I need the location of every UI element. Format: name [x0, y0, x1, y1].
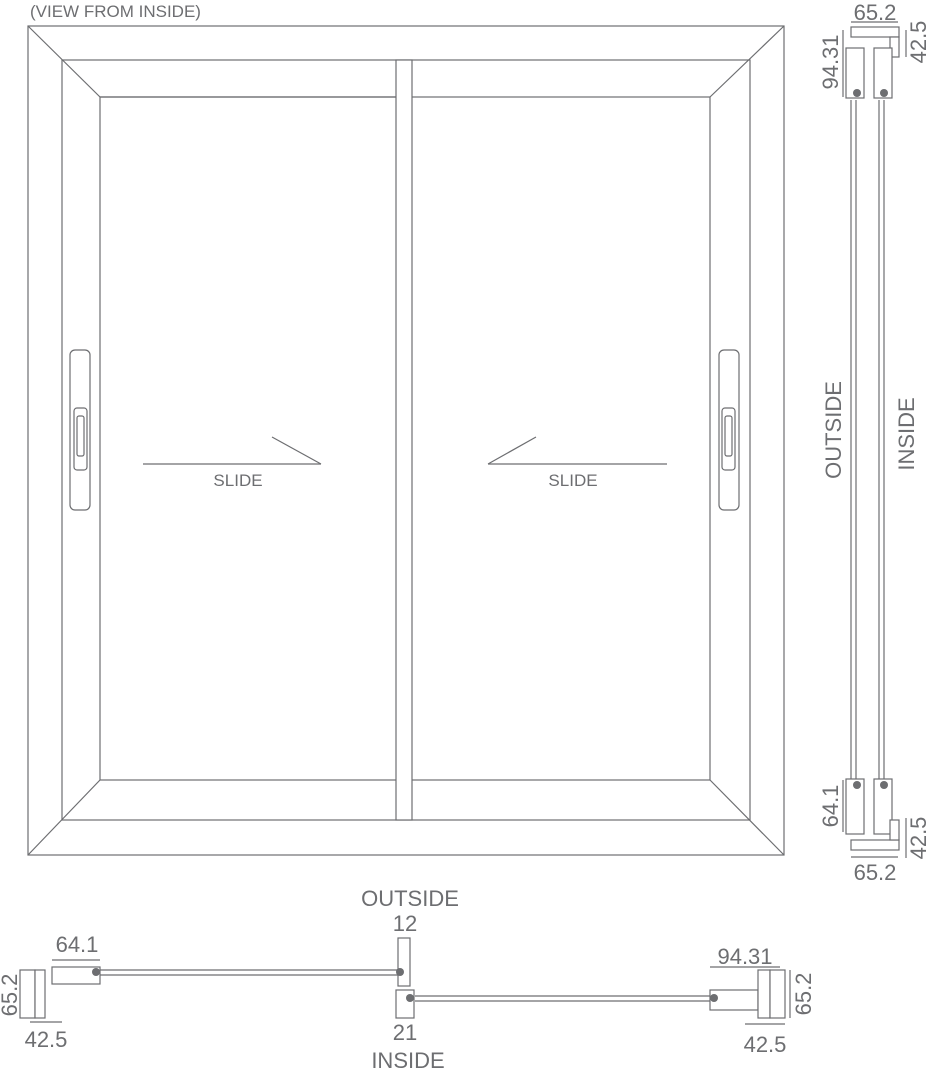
drawing-line	[709, 779, 785, 856]
slide-arrow-left: SLIDE	[143, 436, 322, 490]
profile-shape	[19, 969, 36, 1019]
profile-shape	[724, 415, 733, 457]
vertical-section: 65.2 42.5 94.31 65.2 42.5 64.1 OUTSIDE I…	[818, 0, 931, 885]
outside-label-horizontal: OUTSIDE	[361, 886, 459, 911]
dim-left-sash: 64.1	[56, 932, 99, 957]
drawing-line	[27, 25, 101, 98]
profile-shape	[718, 349, 740, 511]
dim-right-frame-height: 65.2	[791, 973, 816, 1016]
glazing-bead-mark	[853, 781, 861, 789]
profile-shape	[845, 778, 865, 835]
dim-top-width: 65.2	[854, 0, 897, 25]
glazing-bead-mark	[880, 781, 888, 789]
profile-shape	[757, 969, 771, 1019]
dim-top-height: 94.31	[818, 34, 843, 89]
glazing-bead-mark	[92, 968, 100, 976]
slide-arrow-right: SLIDE	[487, 436, 667, 490]
interlock-mullion	[395, 59, 413, 821]
profile-shape	[76, 415, 85, 457]
drawing-line	[271, 436, 322, 465]
slide-label-left: SLIDE	[213, 471, 262, 490]
drawing-line	[27, 779, 101, 856]
profile-shape	[850, 839, 900, 851]
profile-shape	[845, 47, 865, 99]
dim-interlock-inner: 21	[393, 1020, 417, 1045]
outer-frame	[27, 25, 785, 856]
dim-bottom-width: 65.2	[854, 860, 897, 885]
profile-shape	[889, 36, 900, 58]
view-label: (VIEW FROM INSIDE)	[30, 2, 201, 21]
dim-bottom-depth: 42.5	[906, 817, 931, 860]
profile-shape	[769, 969, 786, 1019]
dim-top-depth: 42.5	[906, 21, 931, 64]
glazing-bead-mark	[406, 994, 414, 1002]
profile-shape	[69, 349, 91, 511]
right-handle	[718, 349, 740, 511]
profile-shape	[721, 407, 736, 471]
profile-shape	[397, 937, 411, 987]
profile-shape	[850, 26, 900, 38]
profile-shape	[873, 778, 893, 835]
inside-label-horizontal: INSIDE	[371, 1048, 444, 1070]
outside-label-vertical: OUTSIDE	[821, 381, 846, 479]
horizontal-section: OUTSIDE 12 21 INSIDE 64.1 65.2 42.5 94.3…	[0, 886, 816, 1070]
slide-label-right: SLIDE	[548, 471, 597, 490]
profile-shape	[51, 966, 101, 985]
glazing-bead-mark	[880, 89, 888, 97]
inside-label-vertical: INSIDE	[894, 397, 919, 470]
dim-left-frame-depth: 42.5	[25, 1027, 68, 1052]
drawing-line	[487, 436, 537, 465]
profile-shape	[873, 47, 893, 99]
left-handle	[69, 349, 91, 511]
glazing-bead-mark	[710, 994, 718, 1002]
drawing-line	[709, 25, 785, 98]
dim-right-frame-depth: 42.5	[744, 1032, 787, 1057]
dim-left-frame-height: 65.2	[0, 974, 22, 1017]
profile-shape	[889, 819, 900, 841]
dim-interlock-outer: 12	[393, 911, 417, 936]
glazing-bead-mark	[396, 968, 404, 976]
glazing-bead-mark	[853, 89, 861, 97]
profile-shape	[73, 407, 88, 471]
profile-shape	[34, 969, 46, 1019]
dim-right-sash: 94.31	[717, 944, 772, 969]
door-elevation: SLIDE SLIDE	[27, 25, 785, 856]
dim-bottom-height: 64.1	[818, 785, 843, 828]
profile-shape	[395, 989, 415, 1019]
